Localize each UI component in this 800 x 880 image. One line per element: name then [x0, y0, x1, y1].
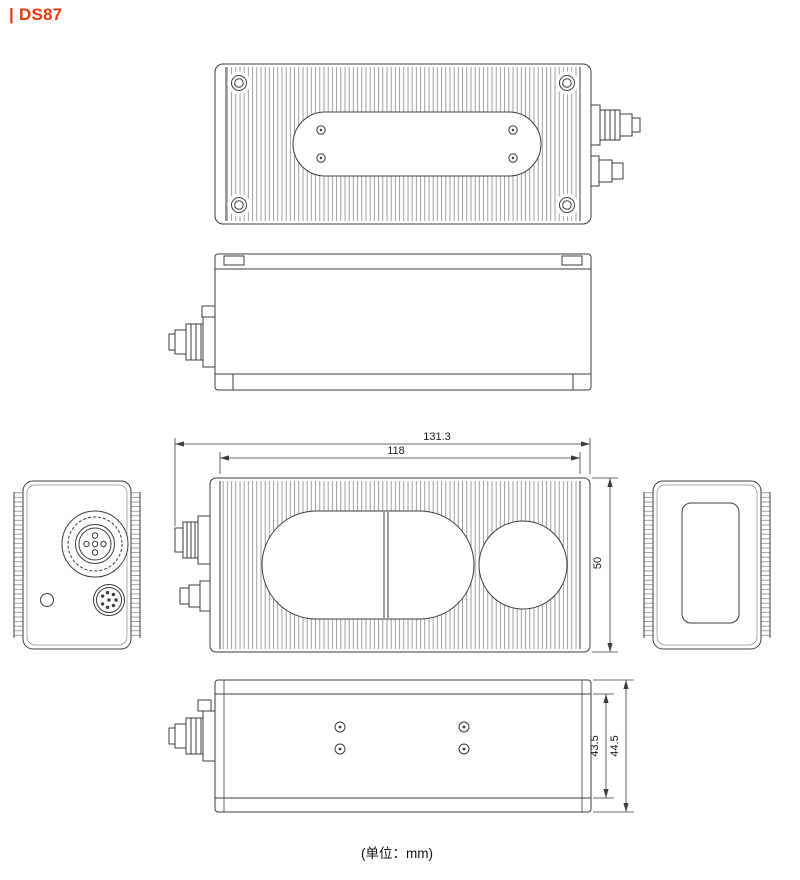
label-plate — [681, 502, 740, 624]
top-view — [214, 63, 641, 225]
title-accent-bar: | — [9, 5, 14, 24]
right-end-view — [643, 480, 771, 650]
cable-connector — [174, 515, 211, 565]
dim-label-inner-depth: 43.5 — [589, 735, 601, 756]
aux-connector — [179, 580, 211, 612]
cable-connector — [168, 699, 216, 762]
dimension-body-length: 118 — [219, 445, 581, 474]
front-view — [174, 477, 591, 653]
corner-screw — [227, 193, 251, 217]
lens-window — [261, 510, 475, 620]
corner-screw — [227, 71, 251, 95]
m12-connector — [61, 510, 129, 578]
dimension-height: 50 — [592, 477, 618, 653]
side-view — [168, 253, 592, 391]
left-end-view — [13, 480, 141, 650]
dim-label-overall-depth: 44.5 — [609, 735, 621, 756]
cable-connector — [168, 305, 216, 368]
aux-round-connector — [93, 584, 125, 616]
aux-connector — [590, 155, 624, 187]
cable-connector — [590, 104, 641, 146]
corner-screw — [555, 71, 579, 95]
corner-screw — [555, 193, 579, 217]
units-note: (单位：mm) — [361, 846, 433, 861]
dim-label-overall-length: 131.3 — [423, 431, 451, 443]
page-title: | DS87 — [9, 5, 62, 25]
bottom-view — [168, 679, 592, 813]
product-model: DS87 — [18, 5, 63, 24]
led-indicator — [40, 593, 54, 607]
mounting-plate — [292, 111, 542, 177]
dimension-overall-depth: 44.5 — [593, 679, 634, 813]
dim-label-body-length: 118 — [387, 445, 405, 457]
mounting-holes — [334, 721, 470, 755]
lens-circle — [478, 520, 568, 610]
dim-label-height: 50 — [592, 557, 604, 569]
dimension-overall-length: 131.3 — [174, 431, 591, 526]
dimension-inner-depth: 43.5 — [589, 693, 614, 799]
